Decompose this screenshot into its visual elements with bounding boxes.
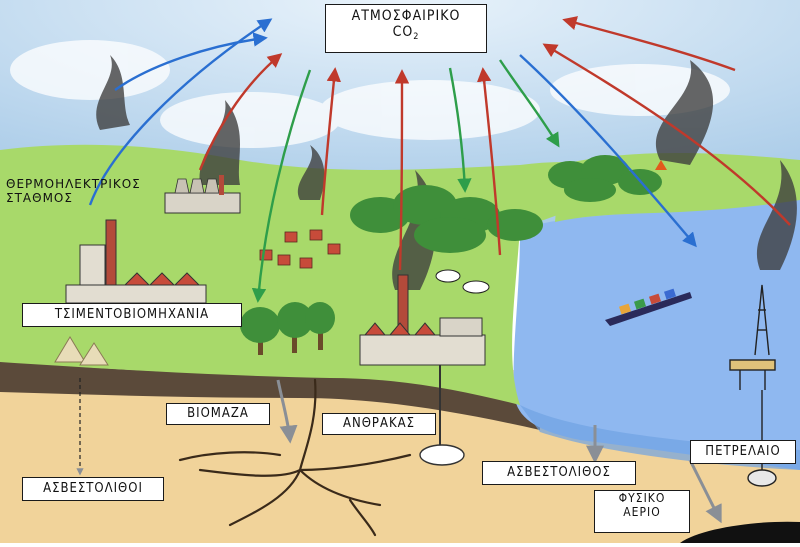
cement-industry-label: ΤΣΙΜΕΝΤΟΒΙΟΜΗΧΑΝΙΑ: [22, 303, 242, 327]
deposition-arrows: [276, 379, 722, 524]
natural-gas-label-line1: ΦΥΣΙΚΟ: [618, 491, 666, 505]
coal-plant: [359, 274, 486, 466]
limestone-label: ΑΣΒΕΣΤΟΛΙΘΟΣ: [482, 461, 636, 485]
cement-factory: [65, 219, 207, 304]
ocean: [513, 198, 800, 470]
arrow-atmosphere-to-biomass: [251, 69, 312, 303]
oil-rig: [729, 284, 777, 487]
limestone-piles: [54, 336, 109, 366]
fire-icon: [655, 160, 667, 170]
arrow-atmosphere-to-far-forest: [499, 59, 560, 148]
co2-formula: CO2: [326, 24, 486, 42]
atmospheric-label-line1: ΑΤΜΟΣΦΑΙΡΙΚΟ: [351, 8, 461, 24]
co2-subscript: 2: [413, 32, 420, 43]
coal-label: ΑΝΘΡΑΚΑΣ: [322, 413, 436, 435]
limestones-label: ΑΣΒΕΣΤΟΛΙΘΟΙ: [22, 477, 164, 501]
arrow-oilrig-to-atmosphere: [542, 43, 791, 226]
roots: [178, 378, 412, 537]
absorption-arrows: [251, 59, 560, 303]
arrow-forest-to-atmosphere: [476, 67, 502, 256]
emission-arrows: [198, 16, 791, 271]
arrow-houses-to-atmosphere: [320, 67, 342, 216]
forest-center: [350, 185, 543, 253]
co2-main: CO: [392, 24, 414, 41]
biomass-label: ΒΙΟΜΑΖΑ: [166, 403, 270, 425]
natural-gas-label: ΦΥΣΙΚΟ ΑΕΡΙΟ: [594, 490, 690, 533]
trees-biomass: [240, 302, 335, 355]
cows: [435, 269, 490, 294]
tanker-ship: [605, 288, 692, 326]
arrow-atmosphere-to-forest: [448, 67, 472, 193]
power-station-label-line2: ΣΤΑΘΜΟΣ: [6, 190, 73, 205]
atmospheric-co2-label: ΑΤΜΟΣΦΑΙΡΙΚΟ CO2: [325, 4, 487, 53]
village-houses: [259, 229, 341, 269]
ocean-arrows: [88, 18, 697, 248]
arrow-coal-to-atmosphere: [394, 69, 410, 271]
power-station-label: ΘΕΡΜΟΗΛΕΚΤΡΙΚΟΣ ΣΤΑΘΜΟΣ: [6, 177, 141, 206]
arrow-atmosphere-to-ocean: [519, 54, 697, 248]
arrow-power-station-to-atmosphere: [198, 53, 283, 171]
power-station: [164, 175, 241, 214]
arrow-left-to-atmosphere: [114, 32, 268, 91]
arrow-fire-to-atmosphere: [562, 16, 736, 72]
power-station-label-line1: ΘΕΡΜΟΗΛΕΚΤΡΙΚΟΣ: [6, 177, 141, 191]
forest-right: [548, 155, 662, 202]
soil-top-layer: [0, 360, 540, 430]
natural-gas-label-line2: ΑΕΡΙΟ: [623, 504, 661, 519]
petroleum-label: ΠΕΤΡΕΛΑΙΟ: [690, 440, 796, 464]
natural-gas-pocket: [680, 521, 800, 543]
